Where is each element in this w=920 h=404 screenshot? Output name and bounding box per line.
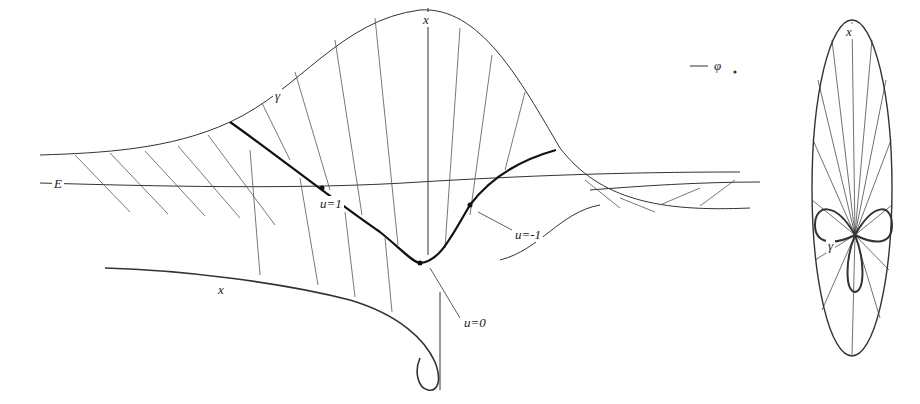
ruling-line: [262, 103, 290, 160]
disc-ray: [855, 80, 886, 235]
ruling-line: [385, 238, 392, 312]
ruling-line: [110, 153, 168, 214]
disc-ray: [855, 140, 891, 235]
ruling-line: [295, 72, 330, 190]
math-label: u=1: [318, 196, 344, 211]
ruling-line: [585, 180, 620, 208]
ruling-line: [375, 18, 398, 245]
fold-line: [440, 292, 441, 390]
plane-line: [40, 172, 740, 187]
math-label: γ: [826, 238, 835, 253]
projection-disc: [812, 20, 892, 356]
ruling-line: [178, 146, 240, 218]
disc-ray: [812, 200, 855, 235]
phi-arrow: [690, 66, 708, 67]
disc-curve: [848, 235, 863, 292]
math-label: x: [844, 24, 854, 39]
plane-line: [590, 182, 760, 190]
top-edge-curve: [40, 10, 750, 209]
ruling-line: [345, 212, 355, 297]
surface-outline: [40, 8, 760, 390]
ruling-lines: [75, 18, 735, 312]
math-label: E: [52, 176, 64, 191]
disc-ray: [832, 40, 855, 235]
math-label: x: [421, 12, 431, 27]
point-marker: [418, 261, 423, 266]
gamma-curve: [230, 122, 556, 263]
disc-ray: [813, 140, 855, 235]
ruling-line: [505, 92, 525, 170]
leader-line: [430, 268, 460, 318]
ruling-line: [660, 188, 700, 205]
ruling-line: [620, 198, 655, 212]
ruling-line: [75, 155, 130, 212]
ruling-line: [335, 40, 362, 215]
point-marker: [320, 186, 325, 191]
ruling-line: [145, 151, 205, 216]
math-label: u=-1: [513, 227, 543, 242]
disc-rays: [812, 22, 892, 355]
bottom-edge-curve: [500, 205, 600, 260]
disc-ray: [852, 235, 855, 355]
ruling-line: [445, 28, 460, 248]
leader-line: [478, 212, 512, 230]
disc-ray: [852, 22, 855, 235]
bottom-edge-curve: [105, 268, 439, 390]
math-label: φ: [712, 58, 723, 73]
ruling-line: [300, 178, 318, 285]
math-label: x: [216, 282, 226, 297]
math-label: u=0: [462, 315, 488, 330]
axis-line: [428, 8, 429, 255]
ruling-line: [700, 180, 735, 206]
disc-ray: [822, 235, 855, 310]
ruling-line: [250, 150, 260, 275]
phi-dot: [733, 70, 736, 73]
math-label: γ: [273, 88, 282, 103]
disc-outline: [812, 20, 892, 356]
disc-ray: [855, 40, 872, 235]
point-marker: [468, 203, 473, 208]
